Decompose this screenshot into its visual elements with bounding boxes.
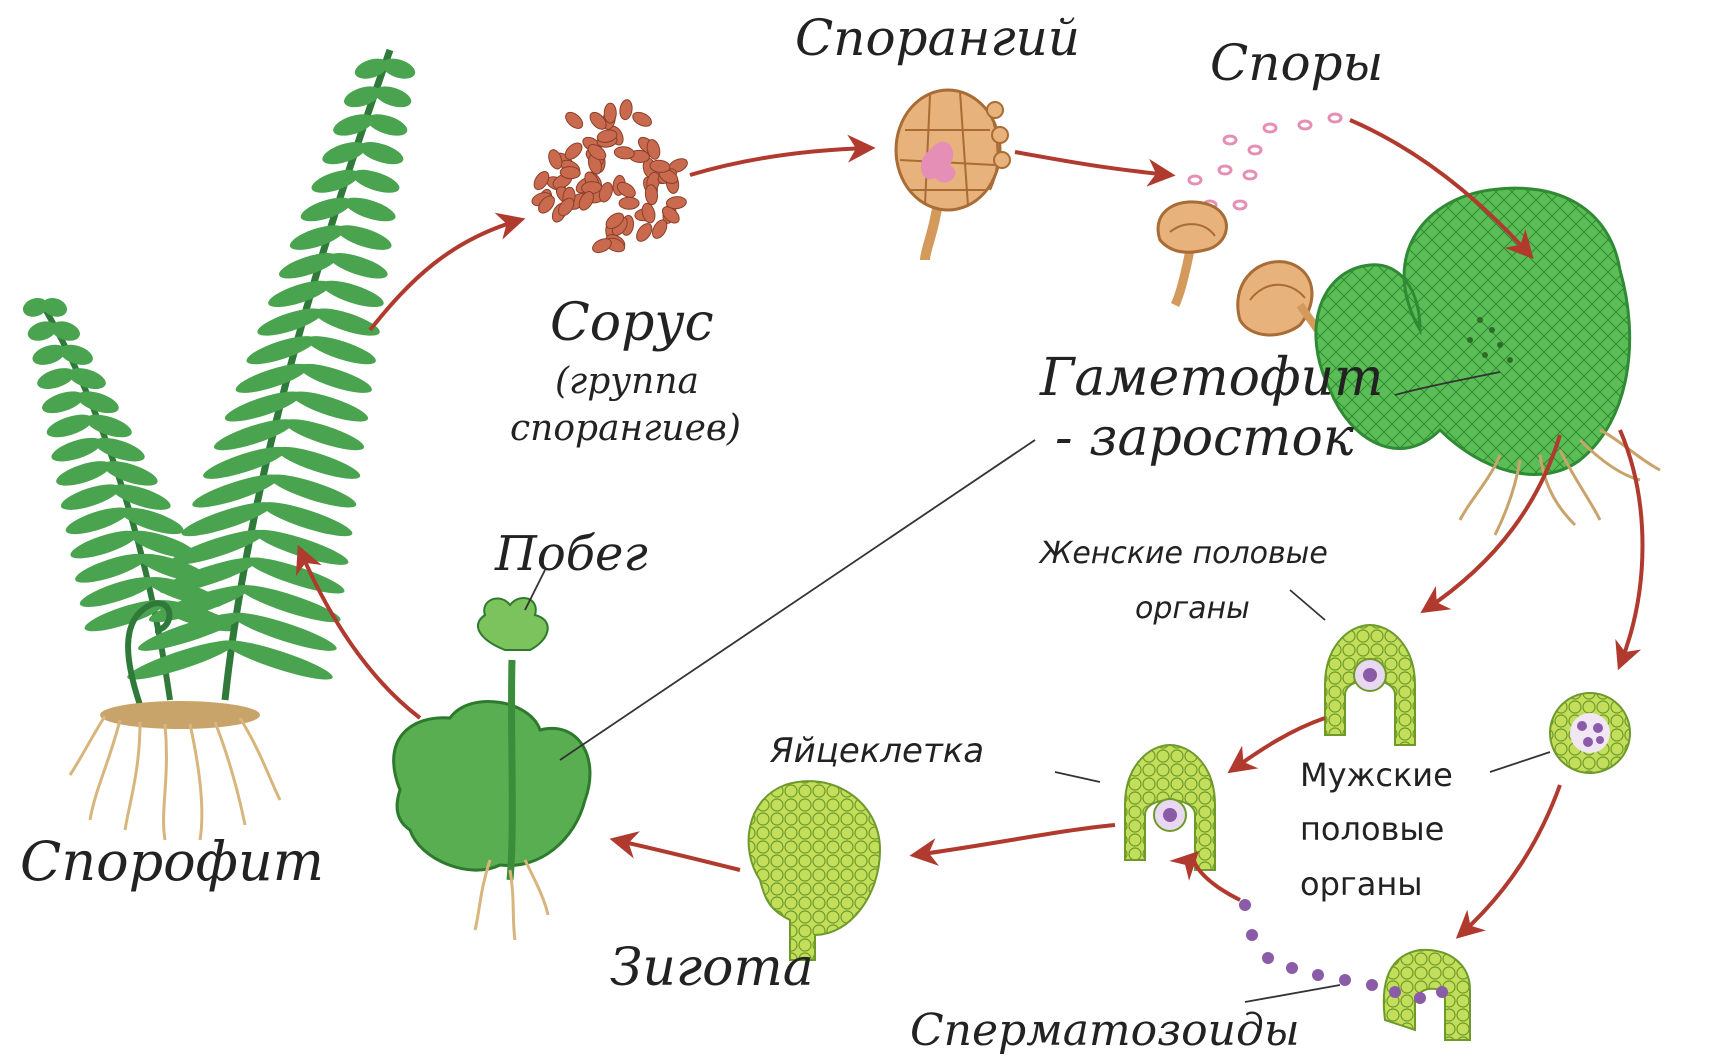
arrow-antheridium-to-sperm [1460,785,1560,935]
label-male-organs-1: Мужские [1300,756,1453,794]
label-shoot: Побег [494,526,648,582]
spermatozoid [1286,962,1298,974]
spore [1244,171,1256,179]
arrow-egg-to-zygote [915,825,1115,855]
spermatozoid [1414,992,1426,1004]
spermatozoid [1239,899,1251,911]
pinna [334,220,394,255]
sporangium-icon [896,90,1010,260]
label-sporophyte: Спорофит [20,830,324,893]
pinna [40,295,70,320]
pinna [319,275,386,312]
sorus-sporangium [604,103,616,123]
label-sporangium: Спорангий [795,9,1080,67]
pinna [365,110,410,140]
pinna [304,331,378,370]
pinna [44,410,95,442]
label-egg: Яйцеклетка [769,731,984,771]
sorus-sporangium [614,146,635,160]
label-female-organs-2: органы [1135,591,1250,626]
spermatozoid [1339,974,1351,986]
arrow-sporangium-to-spores [1015,152,1170,175]
label-male-organs-2: половые [1300,810,1444,848]
label-sorus: Сорус [550,293,714,353]
pinna [309,165,362,197]
spore [1329,114,1341,122]
spore [1299,121,1311,129]
spore [1264,124,1276,132]
pinna [266,275,333,312]
pinna [287,220,347,255]
spore [1219,166,1231,174]
pinna [276,248,339,284]
label-sorus-note-1: (группа [555,361,699,402]
spore [1249,146,1261,154]
pinna [255,303,326,341]
young-sporophyte-icon [394,598,590,940]
arrow-gametophyte-to-antheridium [1620,430,1643,665]
archegonium-egg-icon [1125,745,1215,870]
arrow-sporophyte-to-sorus [370,220,520,330]
label-zygote: Зигота [610,938,814,998]
pinna [342,193,398,227]
spore [1189,176,1201,184]
pinna [39,387,86,417]
open-sporangium-icon [1158,202,1325,345]
sorus-sporangium [630,110,653,130]
spermatozoid [1436,986,1448,998]
label-gametophyte-2: - заросток [1055,408,1355,468]
zygote-icon [749,781,880,960]
archegonium-icon [1325,625,1415,745]
label-sperm: Сперматозоиды [910,1005,1300,1056]
sorus-icon [530,99,689,255]
pinna [83,410,134,442]
pinna [327,248,390,284]
spermatozoid [1389,986,1401,998]
spermatozoid [1312,969,1324,981]
label-male-organs-3: органы [1300,865,1423,903]
arrow-sorus-to-sporangium [690,148,870,175]
pinna [298,193,354,227]
label-female-organs-1: Женские половые [1038,536,1328,571]
pinna [49,433,104,466]
spermatozoid [1262,952,1274,964]
spermatozoid [1246,929,1258,941]
spermatozoid [1366,979,1378,991]
antheridium-icon [1550,693,1630,773]
pinna [312,303,383,341]
arrow-zygote-to-shoot [615,840,740,870]
label-gametophyte-1: Гаметофит [1039,348,1383,408]
sorus-sporangium [563,109,586,131]
spore [1224,136,1236,144]
sorus-sporangium [619,99,634,120]
label-sorus-note-2: спорангиев) [510,408,741,449]
sorus-sporangium [634,221,655,244]
spore [1234,201,1246,209]
label-spores: Споры [1210,34,1383,92]
fern-sporophyte-icon [20,50,417,840]
sorus-sporangium [619,197,639,209]
pinna [357,138,406,169]
pinna [350,165,403,197]
